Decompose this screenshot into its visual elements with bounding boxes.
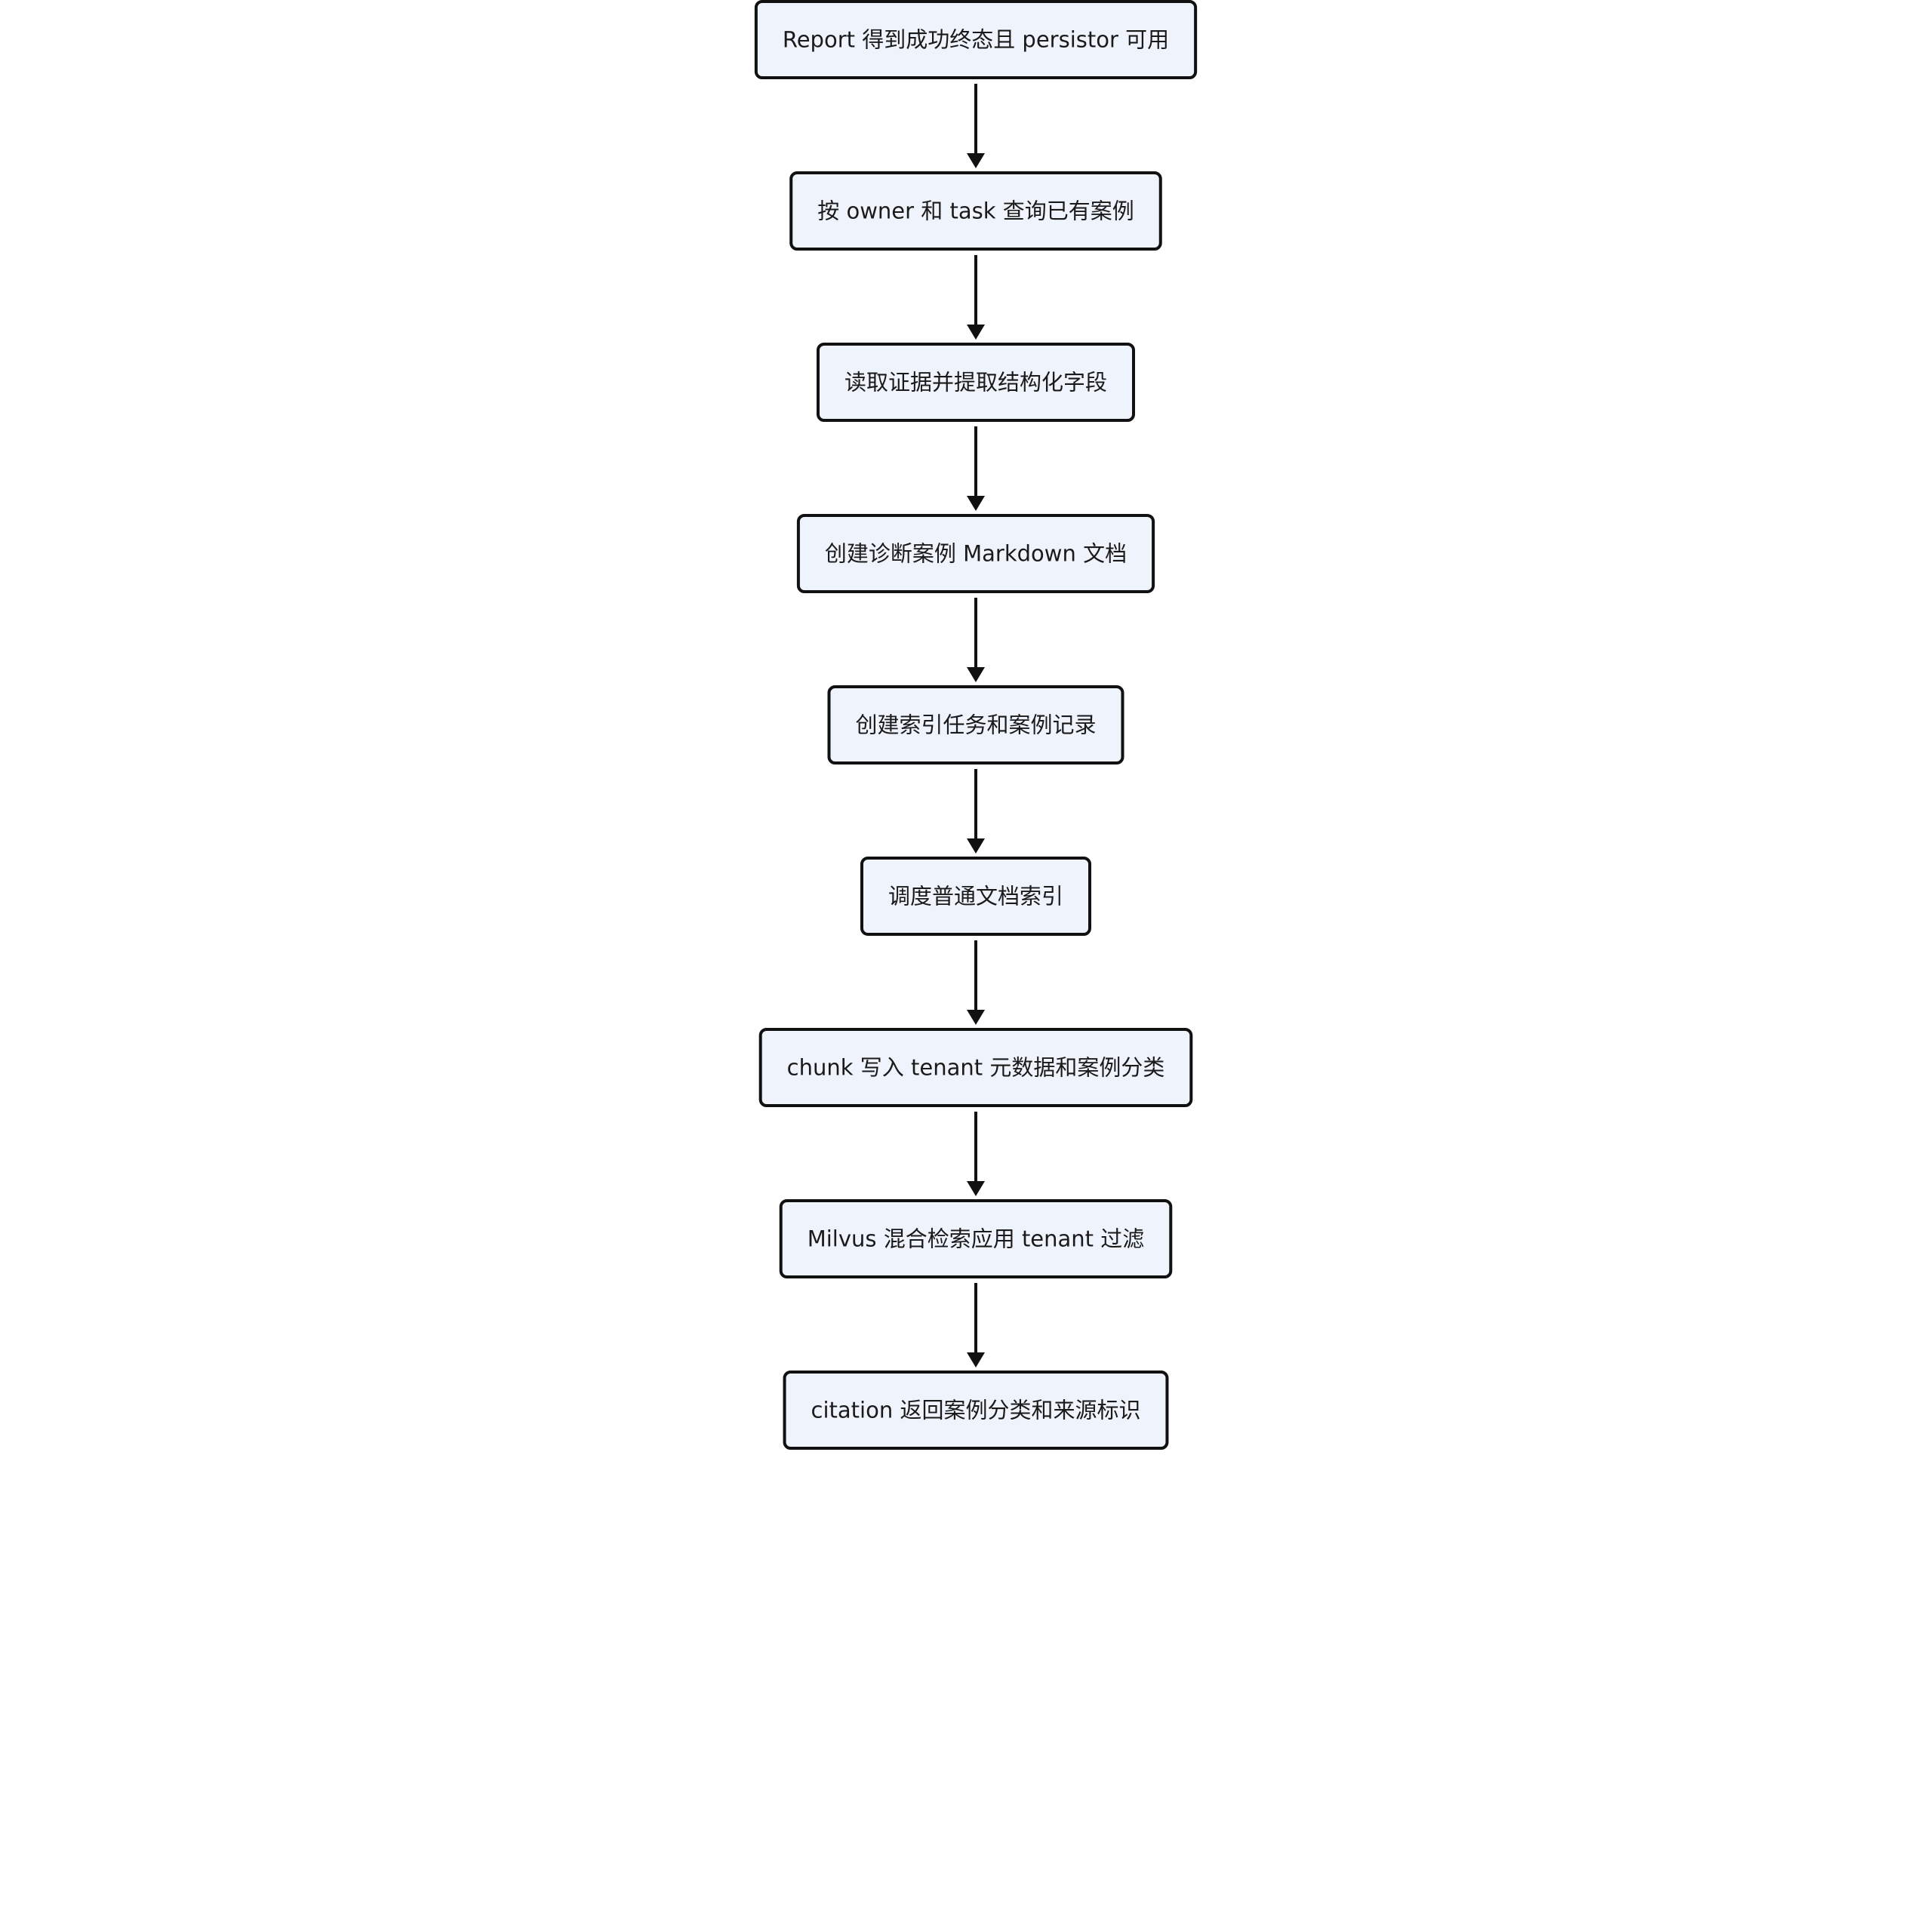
arrow-down-icon	[967, 153, 985, 168]
arrow-down-icon	[967, 496, 985, 511]
flow-node-box	[827, 685, 1124, 764]
flow-node-box	[754, 0, 1198, 79]
flow-node-label: chunk 写入 tenant 元数据和案例分类	[787, 1055, 1165, 1081]
arrow-down-icon	[967, 325, 985, 340]
flow-node-n1: Report 得到成功终态且 persistor 可用	[754, 0, 1198, 79]
flow-edge-n4-n5	[967, 598, 985, 682]
flow-node-label: 创建索引任务和案例记录	[855, 712, 1096, 738]
flow-edge-n5-n6	[967, 769, 985, 854]
flow-node-n5: 创建索引任务和案例记录	[827, 685, 1124, 764]
arrow-down-icon	[967, 1352, 985, 1367]
flow-node-box	[796, 514, 1155, 593]
flow-node-box	[816, 343, 1136, 422]
flow-edge-n8-n9	[967, 1283, 985, 1367]
flow-node-n9: citation 返回案例分类和来源标识	[783, 1371, 1169, 1450]
flow-node-label: 按 owner 和 task 查询已有案例	[817, 198, 1134, 224]
flow-node-n2: 按 owner 和 task 查询已有案例	[789, 171, 1162, 251]
flow-node-label: 调度普通文档索引	[888, 884, 1063, 909]
flow-node-box	[860, 857, 1092, 936]
flow-edge-n7-n8	[967, 1112, 985, 1196]
flow-node-box	[789, 171, 1162, 251]
flow-edge-n1-n2	[967, 84, 985, 168]
flow-node-n7: chunk 写入 tenant 元数据和案例分类	[758, 1028, 1193, 1107]
flow-edge-n6-n7	[967, 940, 985, 1025]
flow-node-box	[783, 1371, 1169, 1450]
flow-node-label: Report 得到成功终态且 persistor 可用	[783, 27, 1169, 53]
flow-node-box	[779, 1199, 1173, 1278]
flow-edge-n3-n4	[967, 426, 985, 511]
flow-node-n4: 创建诊断案例 Markdown 文档	[796, 514, 1155, 593]
flow-node-label: Milvus 混合检索应用 tenant 过滤	[808, 1226, 1145, 1252]
arrow-down-icon	[967, 667, 985, 682]
flow-node-label: citation 返回案例分类和来源标识	[811, 1398, 1141, 1423]
arrow-down-icon	[967, 1181, 985, 1196]
arrow-down-icon	[967, 838, 985, 854]
nodes-layer: Report 得到成功终态且 persistor 可用按 owner 和 tas…	[754, 0, 1198, 1450]
flow-node-label: 读取证据并提取结构化字段	[844, 370, 1107, 395]
flow-node-n6: 调度普通文档索引	[860, 857, 1092, 936]
edges-layer	[967, 84, 985, 1367]
flow-node-n3: 读取证据并提取结构化字段	[816, 343, 1136, 422]
flow-node-label: 创建诊断案例 Markdown 文档	[825, 541, 1127, 567]
flow-edge-n2-n3	[967, 255, 985, 340]
arrow-down-icon	[967, 1010, 985, 1025]
flow-node-box	[758, 1028, 1193, 1107]
flow-node-n8: Milvus 混合检索应用 tenant 过滤	[779, 1199, 1173, 1278]
